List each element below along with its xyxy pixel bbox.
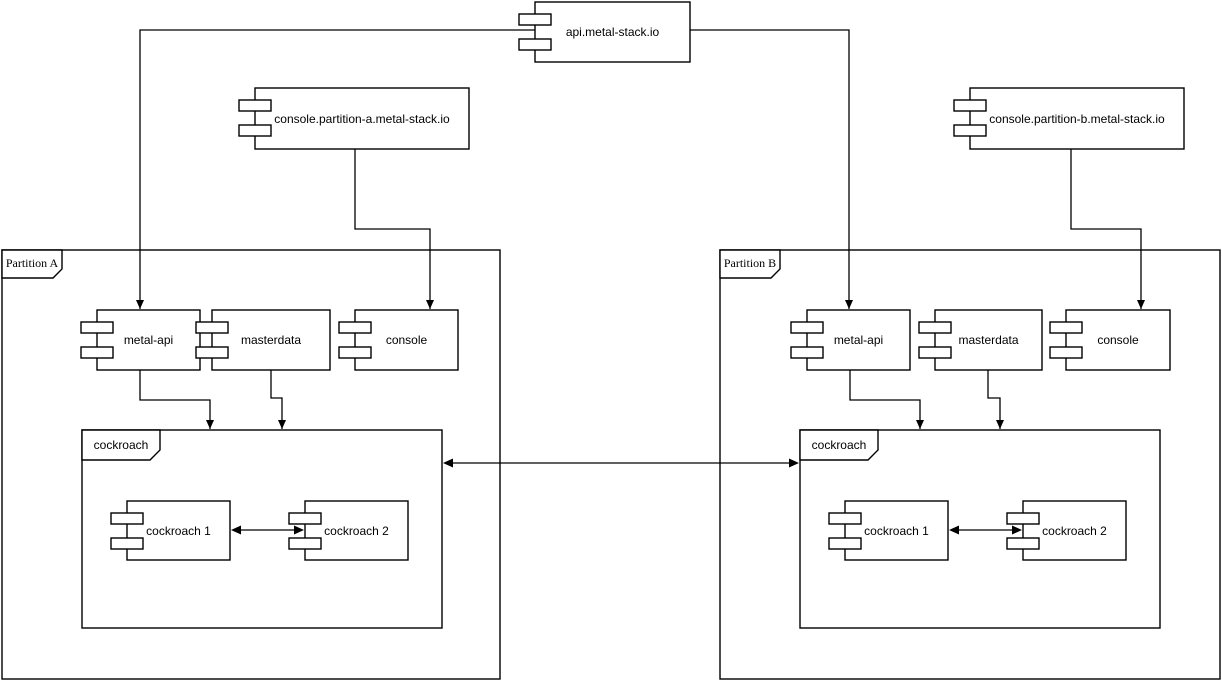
component-icon-rect — [953, 99, 987, 112]
component-icon-rect — [195, 321, 229, 334]
arrowhead-left — [231, 525, 241, 535]
console-b-box — [1065, 309, 1171, 371]
component-icon-rect — [828, 512, 862, 525]
component-icon — [195, 321, 229, 359]
component-icon-rect — [338, 346, 372, 359]
component-icon-rect — [288, 537, 322, 550]
cockroach-1-b-box — [844, 500, 949, 561]
edge-cockroach-a-to-cockroach-b — [443, 458, 799, 468]
masterdata-a-box — [211, 309, 331, 371]
component-icon — [110, 512, 144, 550]
console-partition-a-box — [254, 87, 470, 150]
edge-metal-api-b-to-cockroach-b — [849, 370, 924, 429]
component-icon-rect — [918, 321, 952, 334]
component-icon-rect — [80, 346, 114, 359]
component-icon-rect — [80, 321, 114, 334]
component-icon-rect — [238, 124, 272, 137]
edge-masterdata-a-to-cockroach-a — [270, 370, 286, 429]
component-icon-rect — [195, 346, 229, 359]
component-icon — [1006, 512, 1040, 550]
edge-api-to-metal-api-b — [690, 29, 853, 309]
cockroach-frame-b-label-tab — [799, 429, 879, 461]
partition-b-label-tab — [719, 249, 781, 279]
component-icon-rect — [918, 346, 952, 359]
edge-console-partition-b-to-console-b — [1070, 149, 1145, 309]
console-partition-b-component — [953, 87, 1185, 150]
arrowhead-right — [1012, 525, 1022, 535]
masterdata-a-component — [195, 309, 331, 371]
component-icon-rect — [790, 321, 824, 334]
metal-api-a-box — [96, 309, 201, 371]
cockroach-2-a-component — [288, 500, 409, 561]
arrowhead-left — [949, 525, 959, 535]
partition-a-label-tab — [1, 249, 63, 279]
edge-api-to-metal-api-a — [136, 29, 535, 309]
component-icon — [953, 99, 987, 137]
cockroach-1-a-box — [126, 500, 231, 561]
cockroach-2-a-box — [304, 500, 409, 561]
component-icon — [238, 99, 272, 137]
component-icon-rect — [518, 13, 552, 26]
cockroach-2-b-box — [1022, 500, 1127, 561]
console-a-component — [338, 309, 459, 371]
masterdata-b-component — [918, 309, 1043, 371]
edge-cockroach1-b-to-cockroach2-b — [949, 525, 1022, 535]
console-b-component — [1049, 309, 1171, 371]
metal-api-b-component — [790, 309, 911, 371]
cockroach-2-b-component — [1006, 500, 1127, 561]
metal-api-b-box — [806, 309, 911, 371]
arrowhead-right — [789, 458, 799, 468]
api-component-box — [534, 1, 691, 63]
component-icon — [828, 512, 862, 550]
console-a-box — [354, 309, 459, 371]
component-icon-rect — [288, 512, 322, 525]
component-icon — [790, 321, 824, 359]
component-icon-rect — [1049, 321, 1083, 334]
arrowhead-left — [443, 458, 453, 468]
edge-cockroach1-a-to-cockroach2-a — [231, 525, 304, 535]
cockroach-frame-a-label-tab — [81, 429, 161, 461]
component-icon-rect — [518, 38, 552, 51]
component-icon — [1049, 321, 1083, 359]
component-icon-rect — [238, 99, 272, 112]
component-icon — [288, 512, 322, 550]
edge-metal-api-a-to-cockroach-a — [139, 370, 214, 429]
edge-masterdata-b-to-cockroach-b — [987, 370, 1004, 429]
cockroach-1-a-component — [110, 500, 231, 561]
component-icon-rect — [110, 537, 144, 550]
console-partition-a-component — [238, 87, 470, 150]
console-partition-b-box — [969, 87, 1185, 150]
component-icon — [918, 321, 952, 359]
component-icon — [518, 13, 552, 51]
component-icon — [338, 321, 372, 359]
cockroach-1-b-component — [828, 500, 949, 561]
component-icon-rect — [828, 537, 862, 550]
api-component — [518, 1, 691, 63]
edge-console-partition-a-to-console-a — [354, 149, 434, 309]
component-icon — [80, 321, 114, 359]
component-icon-rect — [953, 124, 987, 137]
component-icon-rect — [338, 321, 372, 334]
component-icon-rect — [1006, 512, 1040, 525]
component-icon-rect — [1006, 537, 1040, 550]
component-icon-rect — [110, 512, 144, 525]
component-icon-rect — [1049, 346, 1083, 359]
masterdata-b-box — [934, 309, 1043, 371]
metal-api-a-component — [80, 309, 201, 371]
component-icon-rect — [790, 346, 824, 359]
arrowhead-right — [294, 525, 304, 535]
